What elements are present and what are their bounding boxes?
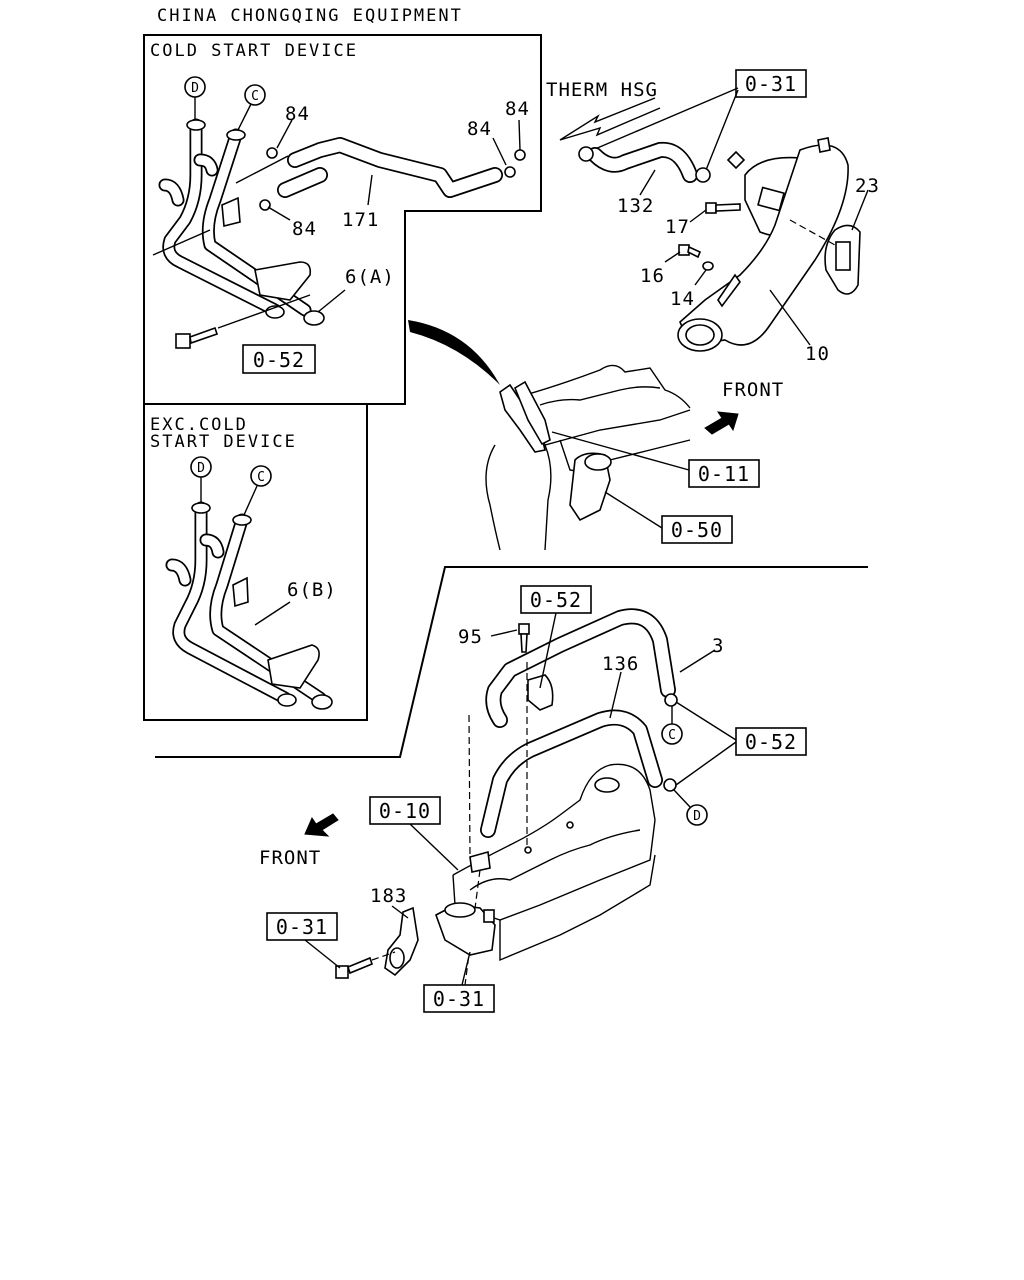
page-title: CHINA CHONGQING EQUIPMENT xyxy=(157,6,463,26)
ref-box-0-31 xyxy=(735,69,807,98)
label-3: 3 xyxy=(712,635,724,657)
cold-start-heading: COLD START DEVICE xyxy=(150,41,358,61)
label-6b: 6(B) xyxy=(287,579,337,601)
ref-box-0-52 xyxy=(242,344,316,374)
svg-text:0-52: 0-52 xyxy=(530,588,582,612)
bolt-17 xyxy=(705,202,741,214)
ref-box-0-50 xyxy=(661,515,733,544)
svg-text:0-31: 0-31 xyxy=(276,915,328,939)
label-17: 17 xyxy=(665,216,690,238)
connector-d-marker xyxy=(686,804,708,826)
clamp-84 xyxy=(259,147,526,211)
water-pipe-6b xyxy=(165,501,333,710)
front-label-bottom: FRONT xyxy=(259,847,321,869)
gasket-23 xyxy=(824,224,861,295)
svg-text:0-52: 0-52 xyxy=(253,348,305,372)
engine-block-lower xyxy=(452,763,656,962)
label-171: 171 xyxy=(342,209,379,231)
exc-cold-start-frame xyxy=(143,403,368,721)
svg-text:0-11: 0-11 xyxy=(698,462,750,486)
svg-text:C: C xyxy=(251,89,259,104)
ref-box-0-52 xyxy=(735,727,807,756)
svg-text:D: D xyxy=(197,461,205,476)
label-136: 136 xyxy=(602,653,639,675)
svg-text:0-31: 0-31 xyxy=(433,987,485,1011)
svg-text:0-50: 0-50 xyxy=(671,518,723,542)
ref-box-0-31 xyxy=(266,912,338,941)
label-95: 95 xyxy=(458,626,483,648)
water-hose-132 xyxy=(578,141,711,183)
svg-text:0-52: 0-52 xyxy=(745,730,797,754)
connector-c-marker xyxy=(244,84,266,106)
label-14: 14 xyxy=(670,288,695,310)
callout-arrow xyxy=(408,320,500,385)
label-132: 132 xyxy=(617,195,654,217)
label-84: 84 xyxy=(285,103,310,125)
water-hose-171 xyxy=(277,137,503,198)
label-84: 84 xyxy=(505,98,530,120)
svg-text:0-31: 0-31 xyxy=(745,72,797,96)
exc-cold-start-heading-line2: START DEVICE xyxy=(150,432,297,452)
label-10: 10 xyxy=(805,343,830,365)
bolt-16 xyxy=(678,244,702,259)
engine-block-middle xyxy=(485,364,691,551)
label-16: 16 xyxy=(640,265,665,287)
bracket-183 xyxy=(384,906,419,977)
label-84: 84 xyxy=(467,118,492,140)
svg-text:D: D xyxy=(693,809,701,824)
water-hose-136 xyxy=(480,709,663,838)
front-arrow-bottom-icon xyxy=(304,813,339,837)
ref-box-0-52 xyxy=(520,585,592,614)
svg-text:C: C xyxy=(257,470,265,485)
svg-text:0-10: 0-10 xyxy=(379,799,431,823)
label-6a: 6(A) xyxy=(345,266,395,288)
ref-box-0-31 xyxy=(423,984,495,1013)
bolt-95 xyxy=(518,623,530,653)
front-label-top: FRONT xyxy=(722,379,784,401)
label-183: 183 xyxy=(370,885,407,907)
therm-hsg-arrow xyxy=(559,97,661,141)
bracket-0-52 xyxy=(527,674,554,711)
connector-c-marker xyxy=(250,465,272,487)
ref-box-0-10 xyxy=(369,796,441,825)
ref-box-0-11 xyxy=(688,459,760,488)
exc-cold-start-heading-line1: EXC.COLD xyxy=(150,415,248,435)
thermostat-housing xyxy=(435,902,496,956)
washer-14 xyxy=(702,261,714,271)
water-outlet-pipe-10 xyxy=(677,137,849,352)
water-hose-3 xyxy=(485,608,676,728)
bolt-0-52 xyxy=(175,326,219,349)
label-therm-hsg: THERM HSG xyxy=(546,79,658,101)
lower-section-frame xyxy=(155,566,868,758)
water-pipe-6a xyxy=(152,118,325,326)
svg-text:D: D xyxy=(191,81,199,96)
front-arrow-top-icon xyxy=(704,411,739,435)
label-23: 23 xyxy=(855,175,880,197)
svg-text:C: C xyxy=(668,728,676,743)
bolt-0-31 xyxy=(335,956,373,979)
label-84: 84 xyxy=(292,218,317,240)
